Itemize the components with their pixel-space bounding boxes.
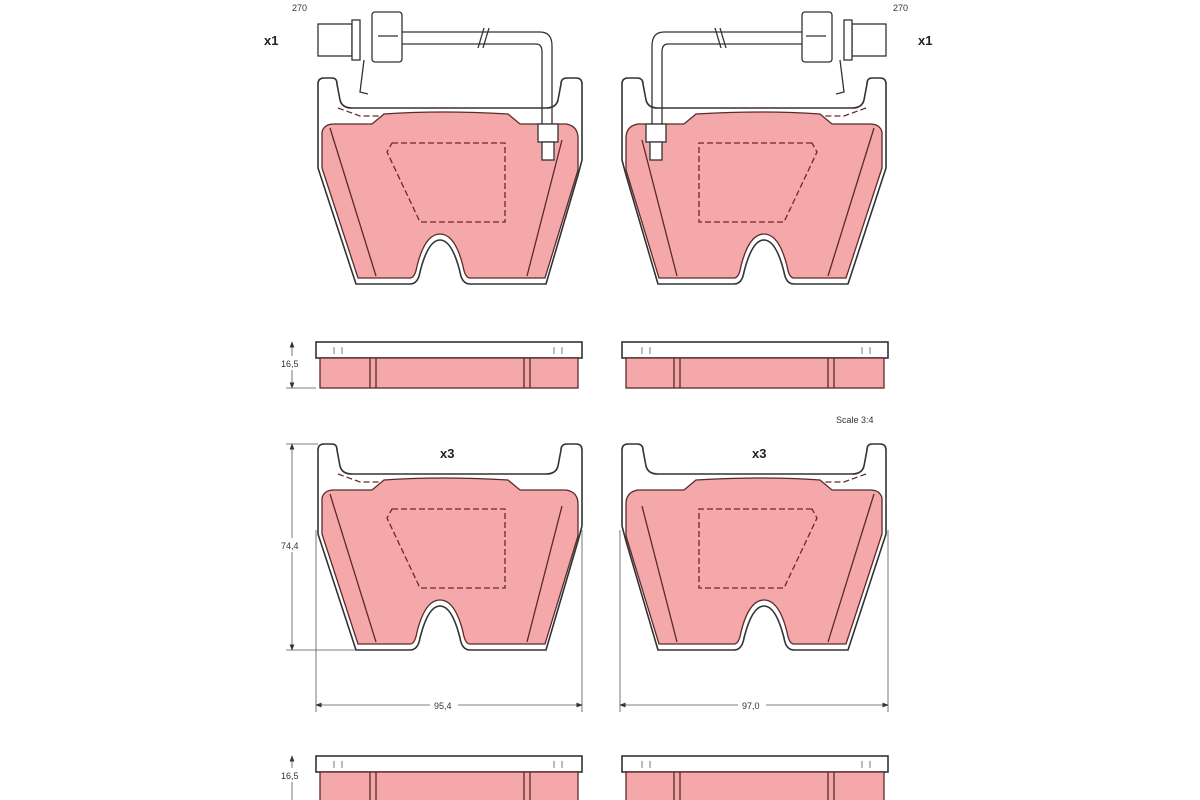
pad-bottom-left	[317, 443, 583, 651]
pad-bottom-right	[621, 443, 887, 651]
thickness-dimension-bottom: 16,5	[280, 755, 306, 800]
sensor-length-left: 270	[292, 3, 307, 13]
side-view-top-right	[621, 341, 889, 389]
height-dimension: 74,4	[280, 443, 356, 651]
scale-label: Scale 3:4	[836, 415, 874, 425]
width-right-label: 97,0	[742, 701, 760, 711]
thickness-label-bottom: 16,5	[281, 771, 299, 781]
thickness-dimension-top: 16,5	[280, 341, 316, 389]
sensor-qty-left: x1	[264, 33, 278, 48]
sensor-length-right: 270	[893, 3, 908, 13]
sensor-qty-right: x1	[918, 33, 932, 48]
thickness-label: 16,5	[281, 359, 299, 369]
width-left-label: 95,4	[434, 701, 452, 711]
width-dimension-left: 95,4	[315, 530, 583, 712]
pad-qty-left: x3	[440, 446, 454, 461]
pad-qty-right: x3	[752, 446, 766, 461]
width-dimension-right: 97,0	[619, 530, 889, 712]
height-label: 74,4	[281, 541, 299, 551]
side-view-bottom-left	[315, 755, 583, 800]
side-view-top-left	[315, 341, 583, 389]
side-view-bottom-right	[621, 755, 889, 800]
